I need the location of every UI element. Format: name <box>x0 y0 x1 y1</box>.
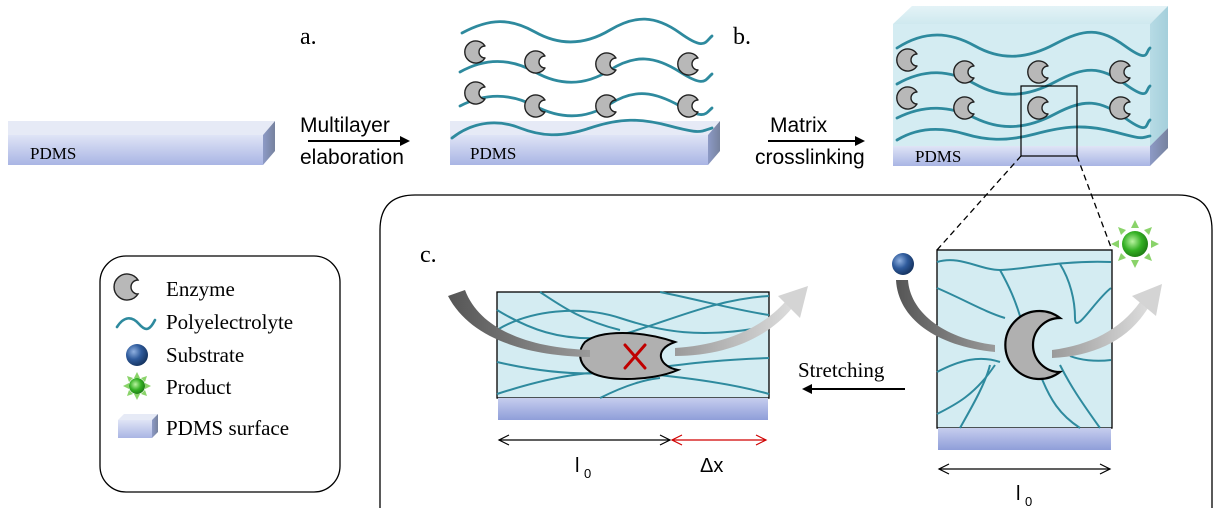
legend-label-substrate: Substrate <box>166 343 244 367</box>
substrate-flow-arrow-left <box>448 290 590 357</box>
inhibited-cross <box>623 343 647 370</box>
crosslinked-matrix-box: PDMS <box>893 6 1168 166</box>
panel-c-frame <box>379 194 1213 508</box>
step-a-label: a. <box>300 24 317 50</box>
delta-x-marker: Δx <box>670 434 768 477</box>
pdms-slab-bare: PDMS <box>8 121 275 165</box>
rest-length-label-left: l <box>575 455 579 477</box>
product-icon <box>123 372 151 400</box>
product-flow-arrow-left <box>675 286 808 356</box>
legend-label-polyelectrolyte: Polyelectrolyte <box>166 310 293 334</box>
rest-length-marker-right: l 0 <box>937 463 1112 508</box>
stretching-label: Stretching <box>798 358 885 382</box>
rest-length-sub-left: 0 <box>584 466 591 481</box>
arrow-b-line1: Matrix <box>770 114 828 137</box>
legend-label-product: Product <box>166 375 231 399</box>
legend-label-pdms-surface: PDMS surface <box>166 416 289 440</box>
crosslinking-arrow: Matrix crosslinking <box>755 114 865 169</box>
arrow-a-line1: Multilayer <box>300 114 390 137</box>
stretched-matrix <box>496 291 770 420</box>
rest-length-marker-left: l 0 <box>497 434 672 481</box>
multilayer-arrow: Multilayer elaboration <box>300 114 410 169</box>
substrate-flow-arrow-right <box>896 280 995 352</box>
polyelectrolyte-chains-a <box>450 17 714 140</box>
pdms-surface-icon <box>118 414 158 438</box>
substrate-icon <box>126 344 148 366</box>
step-b-label: b. <box>733 24 751 50</box>
flattened-enzyme <box>579 332 682 380</box>
polyelectrolyte-chains-b <box>895 30 1152 142</box>
arrow-b-line2: crosslinking <box>755 146 865 169</box>
pdms-multilayer: PDMS <box>450 17 720 165</box>
polyelectrolyte-icon <box>115 317 157 331</box>
active-enzyme <box>1004 309 1064 381</box>
rest-length-label-right: l <box>1016 483 1020 505</box>
enzymes-layer-a <box>464 40 699 118</box>
product-flow-arrow-right <box>1052 284 1162 358</box>
legend-frame <box>99 255 341 493</box>
pdms-label-3: PDMS <box>915 147 961 166</box>
step-c-label: c. <box>420 242 437 268</box>
product-molecule <box>1111 220 1159 268</box>
enzyme-icon <box>113 273 140 301</box>
legend-label-enzyme: Enzyme <box>166 277 235 301</box>
substrate-molecule <box>892 253 914 275</box>
rest-length-sub-right: 0 <box>1025 494 1032 508</box>
stretching-arrow: Stretching <box>798 358 905 394</box>
zoom-lines <box>936 155 1113 251</box>
delta-x-label: Δx <box>700 455 723 477</box>
pdms-label-1: PDMS <box>30 144 76 163</box>
arrow-a-line2: elaboration <box>300 146 404 169</box>
relaxed-chains <box>936 259 1112 429</box>
pdms-label-2: PDMS <box>470 144 516 163</box>
zoom-box <box>1020 85 1078 157</box>
legend: Enzyme Polyelectrolyte Substrate Product <box>99 255 341 493</box>
